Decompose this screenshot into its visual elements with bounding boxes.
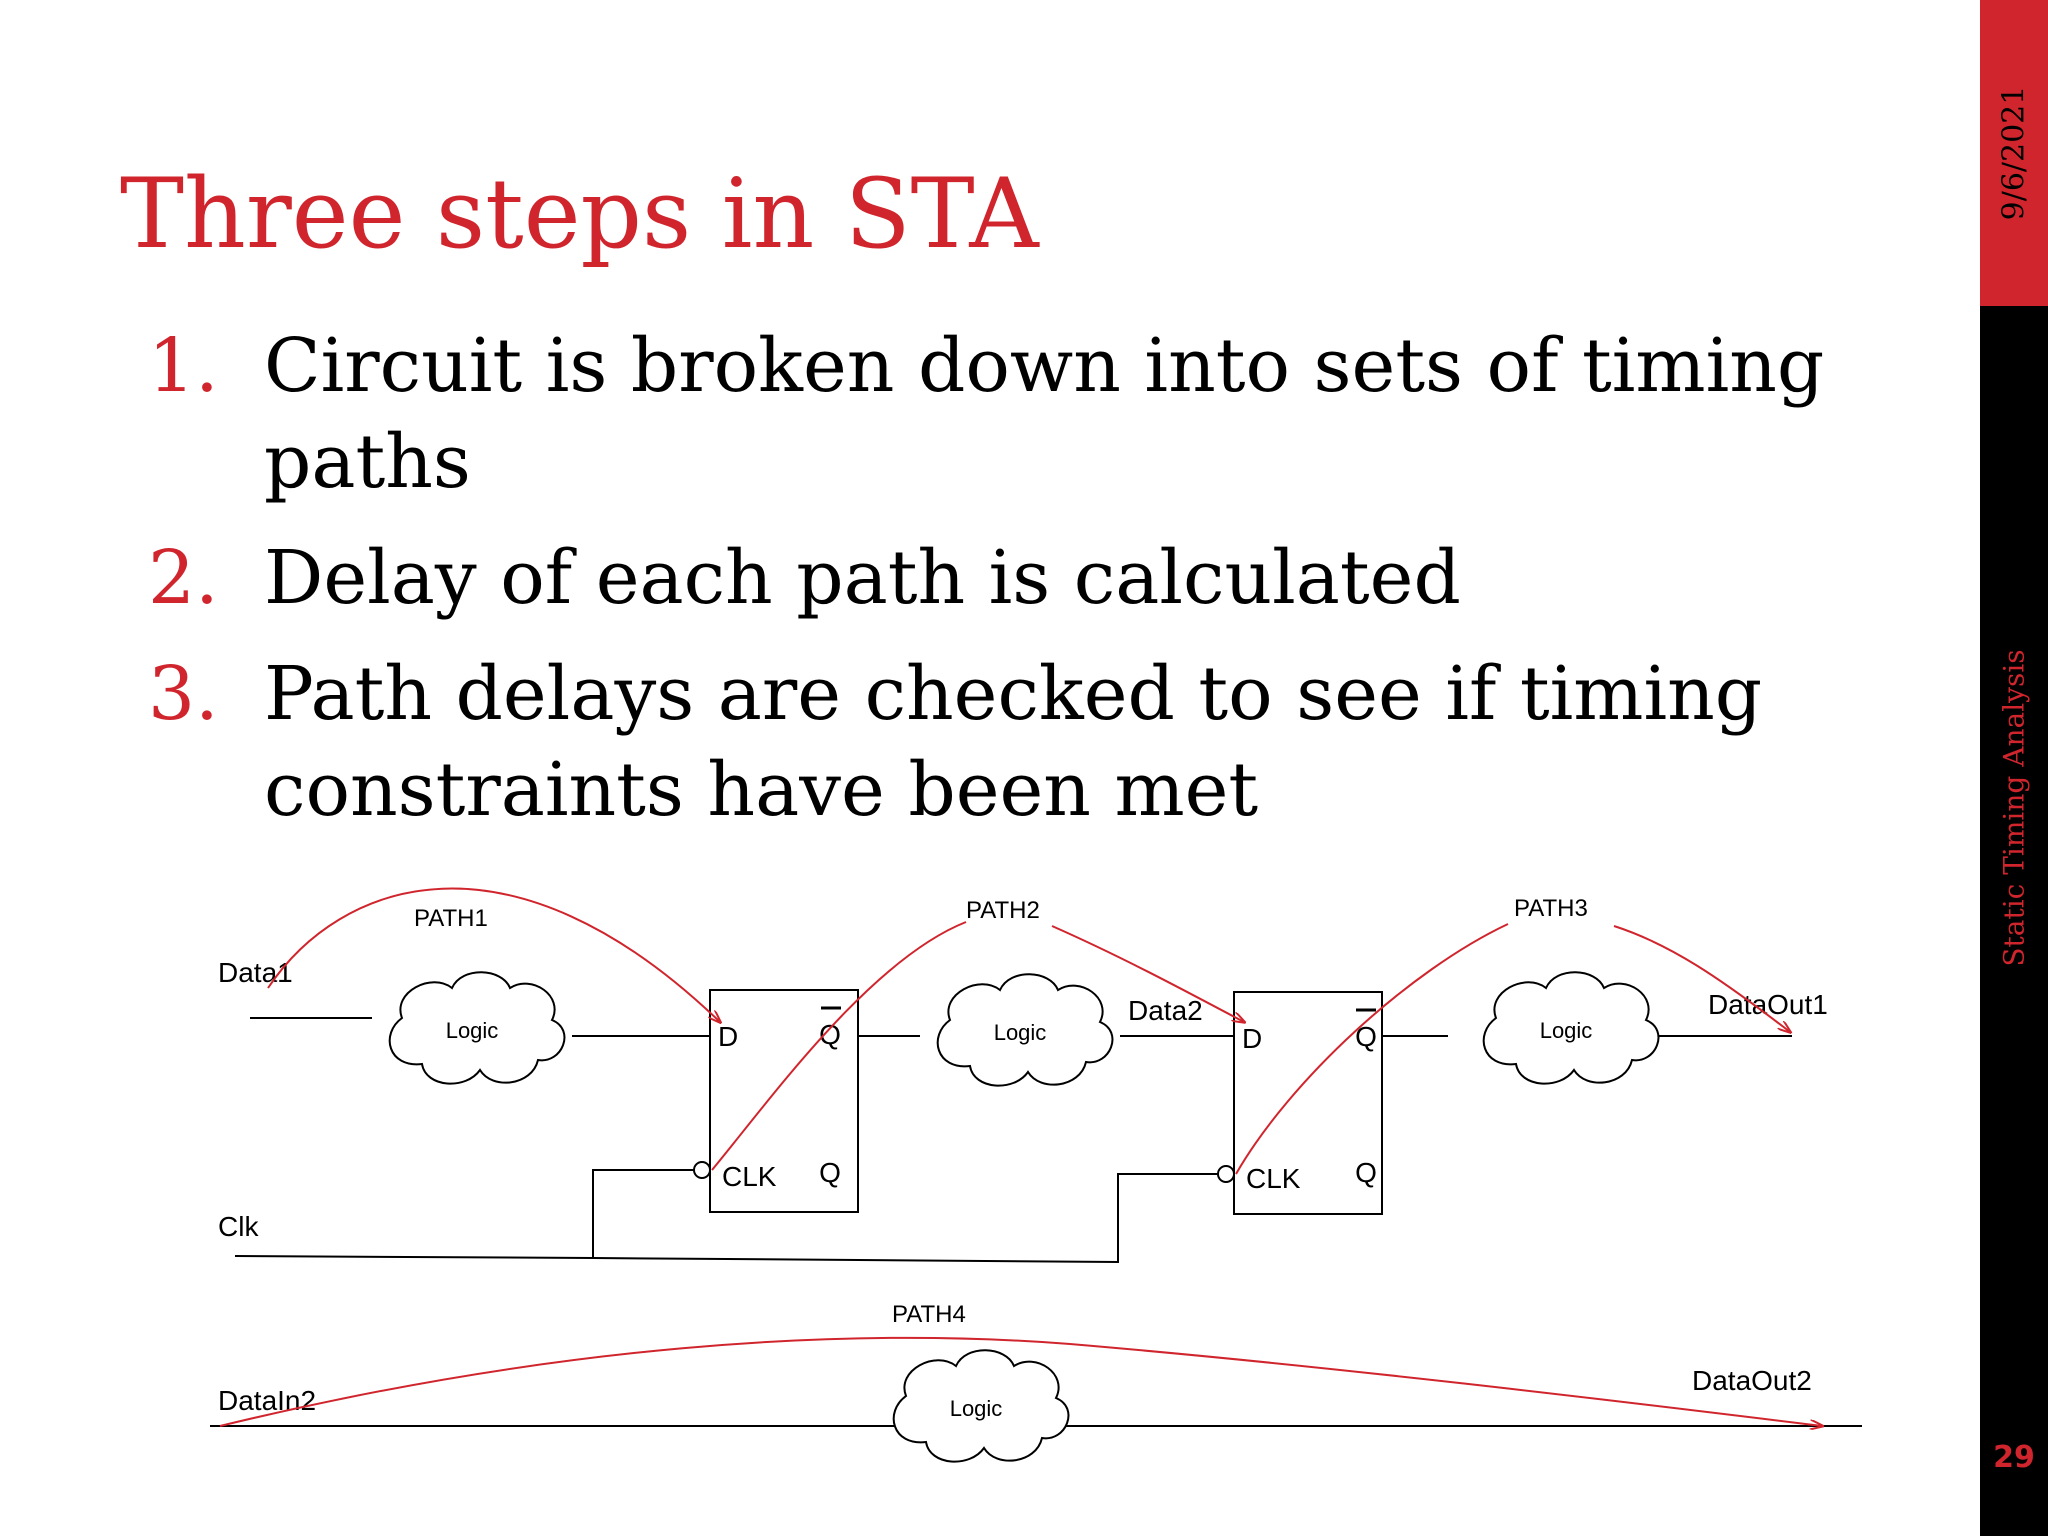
wire-clk-ff1	[234, 1169, 702, 1260]
path-label-1: PATH1	[414, 905, 488, 932]
list-item: 3. Path delays are checked to see if tim…	[148, 646, 1908, 838]
steps-list: 1. Circuit is broken down into sets of t…	[148, 318, 1908, 858]
timing-path-arrow-4	[219, 1336, 1822, 1426]
logic-cloud-2: Logic	[936, 973, 1114, 1087]
list-item: 1. Circuit is broken down into sets of t…	[148, 318, 1908, 510]
signal-label-clk: Clk	[218, 1211, 259, 1242]
slide-date: 9/6/2021	[1996, 85, 2032, 221]
logic-label: Logic	[950, 1396, 1003, 1421]
pin-q: Q	[1355, 1157, 1377, 1188]
flip-flop-1: D Q CLK Q	[693, 989, 859, 1213]
side-bar: 9/6/2021 Static Timing Analysis 29	[1980, 0, 2048, 1536]
pin-d: D	[1242, 1023, 1262, 1054]
pin-qbar: Q	[1355, 1021, 1377, 1052]
list-item-text: Path delays are checked to see if timing…	[264, 651, 1763, 833]
signal-label-dataout2: DataOut2	[1692, 1365, 1812, 1396]
flip-flop-body	[709, 989, 859, 1213]
list-item-number: 2.	[148, 535, 219, 621]
timing-path-diagram: Logic Logic Logic Logic D Q CLK Q	[190, 860, 1890, 1500]
logic-cloud-1: Logic	[388, 971, 566, 1085]
signal-label-data1: Data1	[218, 957, 293, 988]
logic-cloud-4: Logic	[892, 1349, 1070, 1463]
slide-title: Three steps in STA	[120, 158, 1039, 270]
page-number: 29	[1993, 1440, 2035, 1475]
list-item-number: 1.	[148, 323, 219, 409]
clock-inversion-bubble	[1217, 1165, 1235, 1183]
timing-path-arrow-3-launch	[1235, 923, 1509, 1175]
logic-label: Logic	[994, 1020, 1047, 1045]
list-item-number: 3.	[148, 651, 219, 737]
clock-inversion-bubble	[693, 1161, 711, 1179]
list-item: 2. Delay of each path is calculated	[148, 530, 1908, 626]
pin-qbar: Q	[819, 1019, 841, 1050]
path-label-2: PATH2	[966, 897, 1040, 924]
pin-clk: CLK	[1246, 1163, 1301, 1194]
list-item-text: Circuit is broken down into sets of timi…	[264, 323, 1825, 505]
path-label-4: PATH4	[892, 1301, 966, 1328]
wire-clk-ff2	[592, 1173, 1226, 1264]
timing-path-arrow-2-capture	[1051, 925, 1244, 1022]
logic-label: Logic	[446, 1018, 499, 1043]
pin-clk: CLK	[722, 1161, 777, 1192]
pin-d: D	[718, 1021, 738, 1052]
timing-path-arrow-2-launch	[711, 921, 967, 1171]
slide-footer: Static Timing Analysis	[1997, 649, 2031, 967]
signal-label-datain2: DataIn2	[218, 1385, 316, 1416]
logic-label: Logic	[1540, 1018, 1593, 1043]
pin-q: Q	[819, 1157, 841, 1188]
flip-flop-2: D Q CLK Q	[1217, 991, 1383, 1215]
side-bar-accent: 9/6/2021	[1980, 0, 2048, 306]
timing-path-arrow-1	[267, 887, 720, 1022]
path-label-3: PATH3	[1514, 895, 1588, 922]
timing-path-arrow-3-capture	[1613, 925, 1790, 1032]
logic-cloud-3: Logic	[1482, 971, 1660, 1085]
list-item-text: Delay of each path is calculated	[264, 535, 1461, 621]
signal-label-data2: Data2	[1128, 995, 1203, 1026]
